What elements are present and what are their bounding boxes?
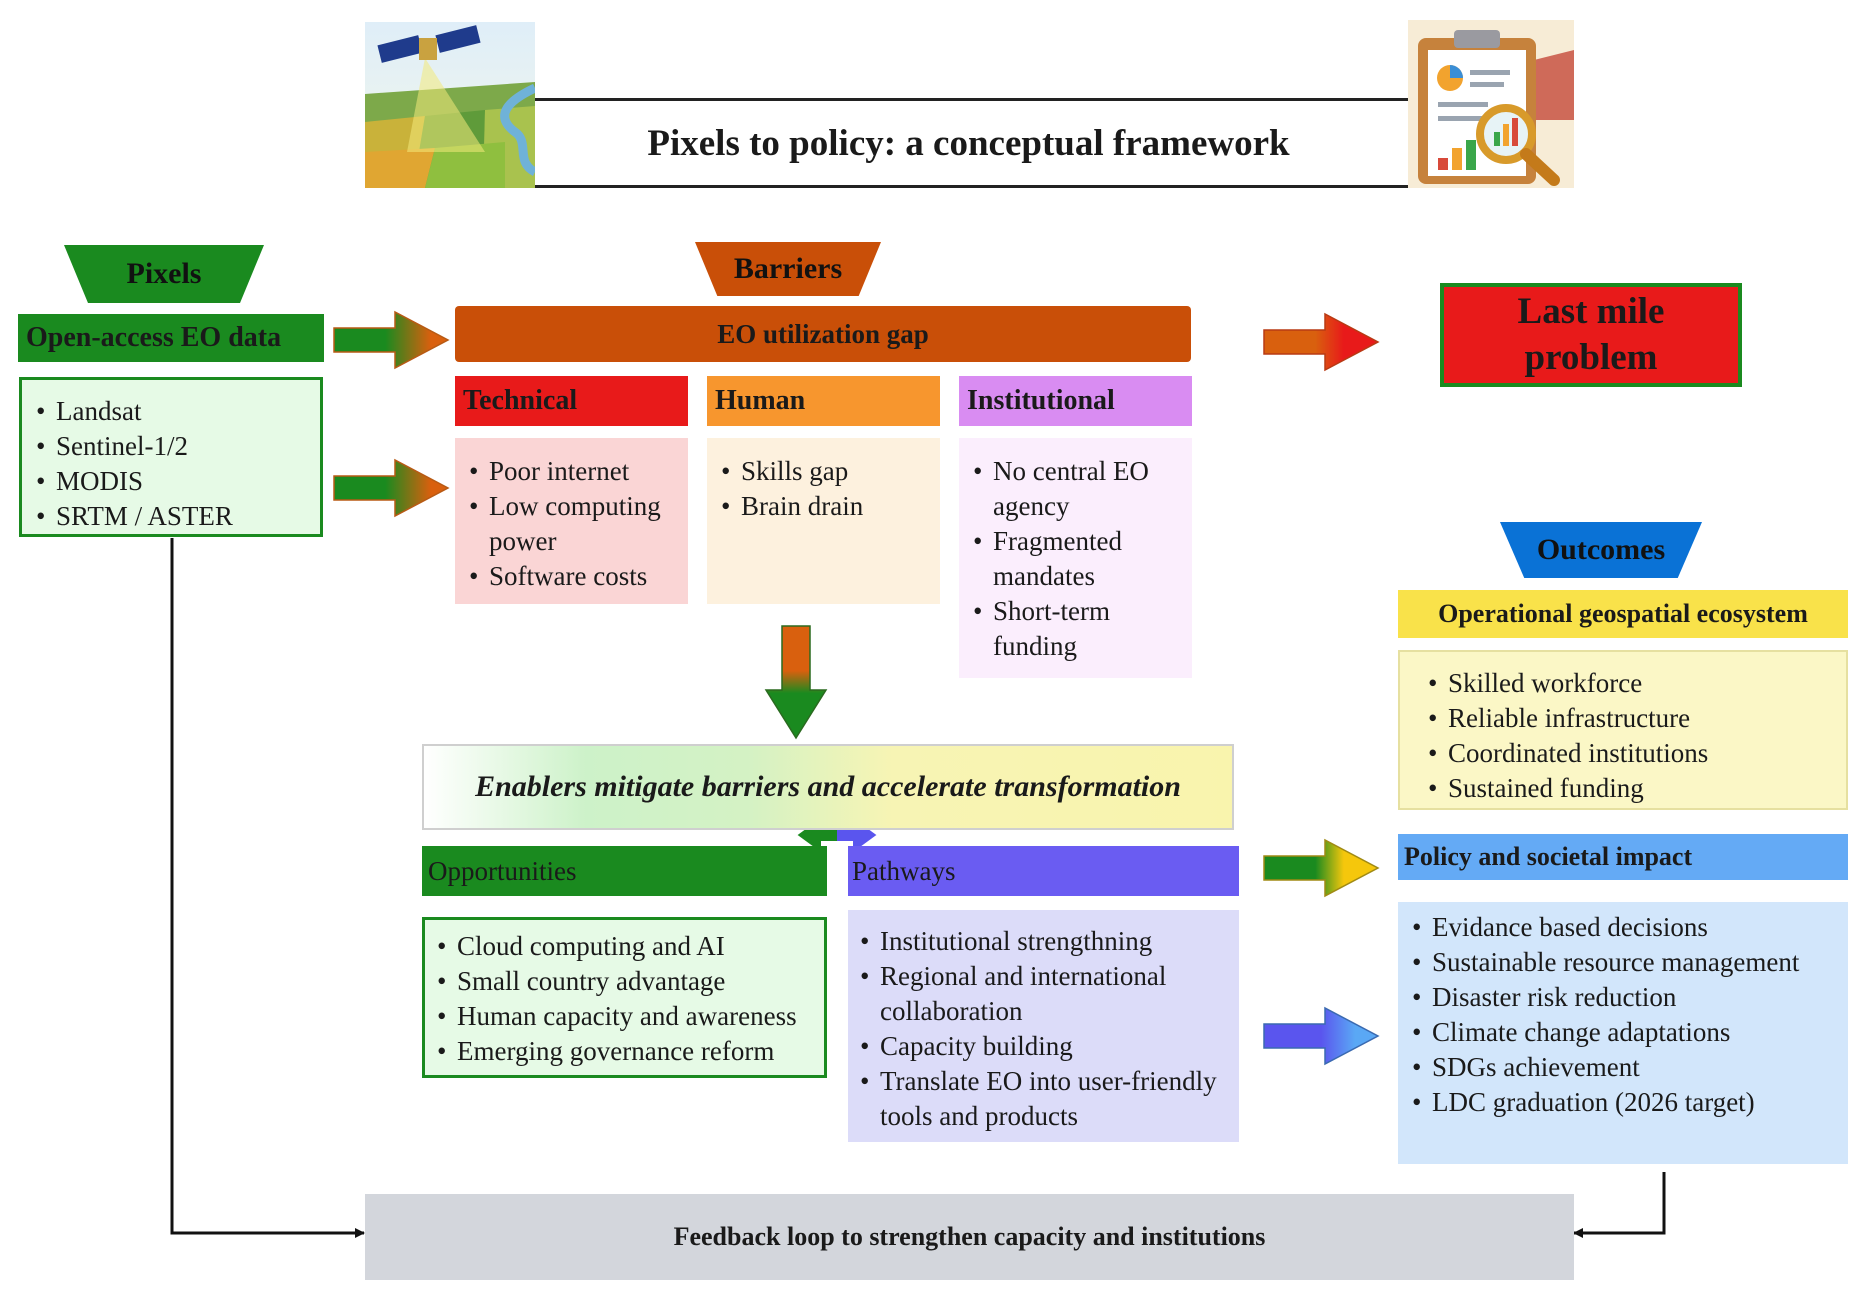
arrow-barriers-to-enablers xyxy=(764,625,828,740)
list-item: MODIS xyxy=(34,464,310,499)
clipboard-image xyxy=(1408,20,1574,188)
list-item: Evidance based decisions xyxy=(1410,910,1842,945)
arrow-data-to-gap xyxy=(333,310,450,370)
pathways-header: Pathways xyxy=(848,846,1239,896)
arrow-opportunities-to-impact xyxy=(1263,838,1380,898)
list-item: Short-term funding xyxy=(971,594,1186,664)
list-item: Poor internet xyxy=(467,454,682,489)
pixels-data-list-box: Landsat Sentinel-1/2 MODIS SRTM / ASTER xyxy=(19,377,323,537)
pathways-list: Institutional strengthning Regional and … xyxy=(858,924,1235,1134)
list-item: Reliable infrastructure xyxy=(1426,701,1840,736)
list-item: Human capacity and awareness xyxy=(435,999,820,1034)
list-item: SDGs achievement xyxy=(1410,1050,1842,1085)
list-item: Sustained funding xyxy=(1426,771,1840,806)
arrow-data-to-barriers xyxy=(333,458,450,518)
outcomes-label: Outcomes xyxy=(1500,522,1702,578)
opportunities-box: Cloud computing and AI Small country adv… xyxy=(422,917,827,1078)
list-item: Skills gap xyxy=(719,454,934,489)
pixels-label: Pixels xyxy=(64,245,264,303)
list-item: SRTM / ASTER xyxy=(34,499,310,534)
list-item: Sustainable resource management xyxy=(1410,945,1842,980)
list-item: Capacity building xyxy=(858,1029,1235,1064)
list-item: Coordinated institutions xyxy=(1426,736,1840,771)
list-item: Sentinel-1/2 xyxy=(34,429,310,464)
pixels-data-list: Landsat Sentinel-1/2 MODIS SRTM / ASTER xyxy=(34,394,310,534)
feedback-line-left xyxy=(170,538,365,1238)
eo-utilization-gap-header: EO utilization gap xyxy=(455,306,1191,362)
human-barriers-box: Skills gap Brain drain xyxy=(707,438,940,604)
operational-ecosystem-header: Operational geospatial ecosystem xyxy=(1398,590,1848,638)
list-item: Small country advantage xyxy=(435,964,820,999)
institutional-header: Institutional xyxy=(959,376,1192,426)
list-item: Landsat xyxy=(34,394,310,429)
policy-impact-list: Evidance based decisions Sustainable res… xyxy=(1410,910,1842,1120)
arrow-pathways-to-impact xyxy=(1263,1006,1380,1066)
opportunities-header: Opportunities xyxy=(422,846,827,896)
list-item: Cloud computing and AI xyxy=(435,929,820,964)
opportunities-list: Cloud computing and AI Small country adv… xyxy=(435,929,820,1069)
policy-impact-box: Evidance based decisions Sustainable res… xyxy=(1398,902,1848,1164)
institutional-barriers-box: No central EO agency Fragmented mandates… xyxy=(959,438,1192,678)
list-item: Climate change adaptations xyxy=(1410,1015,1842,1050)
barriers-label: Barriers xyxy=(695,242,881,296)
operational-ecosystem-box: Skilled workforce Reliable infrastructur… xyxy=(1398,650,1848,810)
list-item: Regional and international collaboration xyxy=(858,959,1235,1029)
list-item: Disaster risk reduction xyxy=(1410,980,1842,1015)
policy-impact-header: Policy and societal impact xyxy=(1398,834,1848,880)
diagram-title: Pixels to policy: a conceptual framework xyxy=(647,122,1290,164)
technical-barriers-list: Poor internet Low computing power Softwa… xyxy=(467,454,682,594)
arrow-gap-to-last-mile xyxy=(1263,312,1380,372)
list-item: No central EO agency xyxy=(971,454,1186,524)
list-item: Low computing power xyxy=(467,489,682,559)
human-header: Human xyxy=(707,376,940,426)
satellite-image xyxy=(365,22,538,188)
institutional-barriers-list: No central EO agency Fragmented mandates… xyxy=(971,454,1186,664)
list-item: LDC graduation (2026 target) xyxy=(1410,1085,1842,1120)
title-frame xyxy=(365,98,1572,188)
technical-header: Technical xyxy=(455,376,688,426)
list-item: Brain drain xyxy=(719,489,934,524)
list-item: Institutional strengthning xyxy=(858,924,1235,959)
feedback-loop-bar: Feedback loop to strengthen capacity and… xyxy=(365,1194,1574,1280)
list-item: Fragmented mandates xyxy=(971,524,1186,594)
list-item: Software costs xyxy=(467,559,682,594)
last-mile-problem-box: Last mile problem xyxy=(1440,283,1742,387)
list-item: Translate EO into user-friendly tools an… xyxy=(858,1064,1235,1134)
operational-ecosystem-list: Skilled workforce Reliable infrastructur… xyxy=(1426,666,1840,806)
technical-barriers-box: Poor internet Low computing power Softwa… xyxy=(455,438,688,604)
list-item: Skilled workforce xyxy=(1426,666,1840,701)
list-item: Emerging governance reform xyxy=(435,1034,820,1069)
feedback-line-right xyxy=(1573,1172,1666,1238)
open-access-eo-data-header: Open-access EO data xyxy=(18,314,324,362)
human-barriers-list: Skills gap Brain drain xyxy=(719,454,934,524)
pathways-box: Institutional strengthning Regional and … xyxy=(848,910,1239,1142)
enablers-banner: Enablers mitigate barriers and accelerat… xyxy=(422,744,1234,830)
